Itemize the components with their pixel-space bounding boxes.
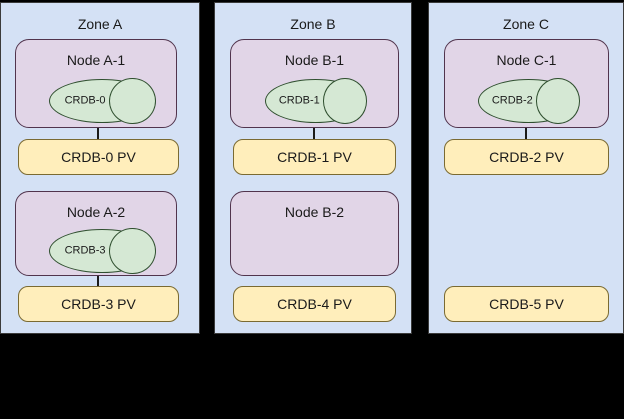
node-label-c-1: Node C-1 (496, 52, 557, 68)
pv-label-crdb-4-pv: CRDB-4 PV (277, 296, 352, 312)
crdb-instance-0[interactable]: CRDB-0 (49, 78, 156, 124)
pv-box-crdb-2-pv[interactable]: CRDB-2 PV (444, 139, 609, 175)
crdb-label-1: CRDB-1 (278, 94, 320, 107)
pv-label-crdb-2-pv: CRDB-2 PV (489, 149, 564, 165)
pv-box-crdb-5-pv[interactable]: CRDB-5 PV (444, 286, 609, 322)
crdb-label-0: CRDB-0 (64, 94, 106, 107)
node-label-b-1: Node B-1 (284, 52, 345, 68)
connector-c-1 (525, 128, 527, 139)
crdb-label-3: CRDB-3 (64, 244, 106, 257)
cylinder-cap (535, 78, 580, 124)
node-box-a-2[interactable]: Node A-2 CRDB-3 (15, 191, 177, 276)
pv-label-crdb-3-pv: CRDB-3 PV (61, 296, 136, 312)
crdb-label-2: CRDB-2 (491, 94, 533, 107)
node-box-c-1[interactable]: Node C-1 CRDB-2 (444, 39, 609, 128)
zone-panel-c: Zone C Node C-1 CRDB-2 CRDB-2 PV CRDB-5 … (428, 2, 624, 334)
zone-title-c: Zone C (503, 16, 549, 32)
cylinder-cap (322, 78, 367, 124)
pv-label-crdb-5-pv: CRDB-5 PV (489, 296, 564, 312)
crdb-instance-1[interactable]: CRDB-1 (265, 78, 367, 124)
cylinder-cap (109, 78, 156, 124)
pv-box-crdb-4-pv[interactable]: CRDB-4 PV (233, 286, 396, 322)
zone-panel-a: Zone A Node A-1 CRDB-0 CRDB-0 PV Node A-… (0, 2, 200, 334)
pv-box-crdb-0-pv[interactable]: CRDB-0 PV (18, 139, 179, 175)
node-label-b-2: Node B-2 (284, 204, 345, 220)
node-box-b-2[interactable]: Node B-2 (230, 191, 399, 276)
connector-a-2 (97, 276, 99, 287)
node-box-b-1[interactable]: Node B-1 CRDB-1 (230, 39, 399, 128)
pv-box-crdb-3-pv[interactable]: CRDB-3 PV (18, 286, 179, 322)
connector-a-1 (97, 128, 99, 139)
zone-title-b: Zone B (290, 16, 336, 32)
crdb-instance-2[interactable]: CRDB-2 (478, 78, 580, 124)
connector-b-1 (313, 128, 315, 139)
node-label-a-2: Node A-2 (66, 204, 126, 220)
zone-panel-b: Zone B Node B-1 CRDB-1 CRDB-1 PV Node B-… (214, 2, 412, 334)
cylinder-cap (109, 228, 156, 274)
pv-label-crdb-0-pv: CRDB-0 PV (61, 149, 136, 165)
node-box-a-1[interactable]: Node A-1 CRDB-0 (15, 39, 177, 128)
pv-box-crdb-1-pv[interactable]: CRDB-1 PV (233, 139, 396, 175)
crdb-instance-3[interactable]: CRDB-3 (49, 228, 156, 274)
node-label-a-1: Node A-1 (66, 52, 126, 68)
pv-label-crdb-1-pv: CRDB-1 PV (277, 149, 352, 165)
zone-title-a: Zone A (77, 16, 123, 32)
